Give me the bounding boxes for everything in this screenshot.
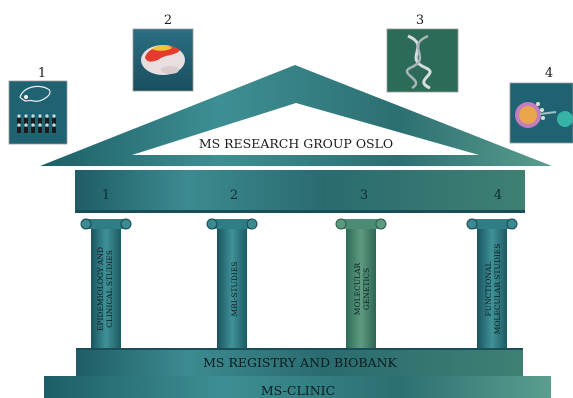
- pillar-label-4: FUNCTIONAL MOLECULAR STUDIES: [484, 244, 502, 335]
- thumbnail-4: [509, 82, 573, 144]
- thumbnail-number-3: 3: [416, 13, 424, 28]
- pillar-label-2-line-1: MRI-STUDIES: [230, 262, 239, 317]
- column-2: [206, 218, 258, 349]
- clinic-band: [44, 376, 551, 398]
- pillar-label-4-line-2: MOLECULAR STUDIES: [493, 244, 502, 335]
- pillar-label-3-line-2: GENETICS: [362, 268, 371, 310]
- pillar-label-1-line-1: EPIDEMIOLOGY AND: [96, 247, 105, 331]
- entablature: [75, 170, 525, 212]
- pillar-label-4-line-1: FUNCTIONAL: [484, 262, 493, 317]
- thumbnail-3: [386, 28, 459, 93]
- pillar-label-1-line-2: CLINICAL STUDIES: [105, 250, 114, 328]
- thumbnail-number-4: 4: [545, 66, 553, 81]
- pillar-label-3-line-1: MOLECULAR: [353, 262, 362, 315]
- thumbnail-2: [132, 28, 194, 92]
- pillar-label-2: MRI-STUDIES: [230, 262, 239, 317]
- pillar-number-4: 4: [494, 188, 502, 203]
- column-1: [80, 218, 132, 349]
- clinic-label: MS-CLINIC: [261, 383, 335, 398]
- column-3: [335, 218, 387, 349]
- thumbnail-number-1: 1: [38, 66, 46, 81]
- pillar-number-1: 1: [102, 188, 110, 203]
- column-4: [466, 218, 518, 349]
- pillar-label-3: MOLECULAR GENETICS: [353, 262, 371, 315]
- registry-band: [76, 348, 523, 376]
- pillar-number-3: 3: [360, 188, 368, 203]
- roof-title: MS RESEARCH GROUP OSLO: [199, 136, 393, 151]
- pillar-label-1: EPIDEMIOLOGY AND CLINICAL STUDIES: [96, 247, 114, 331]
- registry-label: MS REGISTRY AND BIOBANK: [203, 355, 397, 370]
- pillar-number-2: 2: [230, 188, 238, 203]
- roof: [40, 65, 552, 166]
- thumbnail-number-2: 2: [164, 13, 172, 28]
- thumbnail-1: [8, 80, 68, 145]
